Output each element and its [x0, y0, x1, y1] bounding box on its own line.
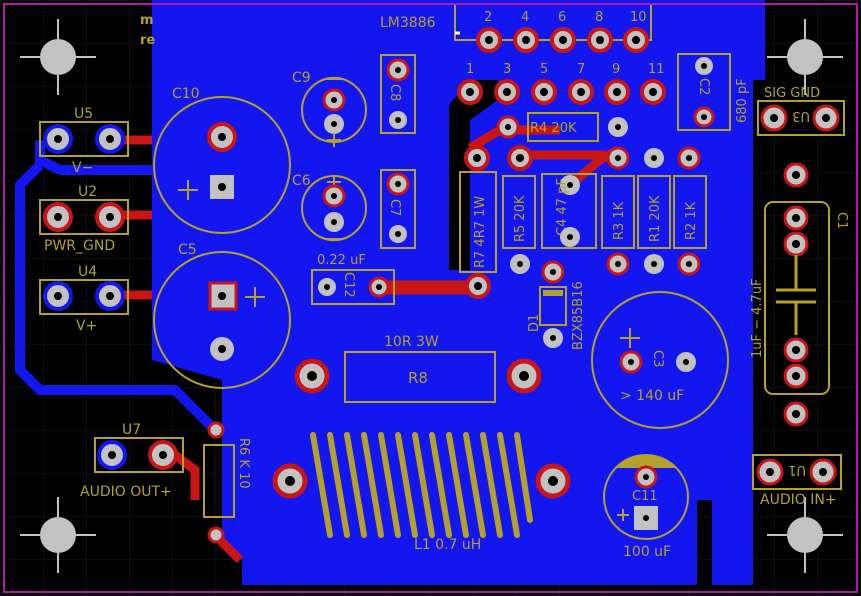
c2-value: 680 pF — [735, 78, 750, 123]
u5-ref: U5 — [74, 106, 93, 122]
u4-ref: U4 — [78, 264, 97, 280]
r2-label: R2 1K — [684, 201, 699, 240]
chip-label: LM3886 — [380, 15, 436, 31]
c4-label: C4 47 pF — [555, 178, 570, 236]
l1-label: L1 0.7 uH — [414, 537, 481, 553]
resistor-r8: 10R 3W R8 — [294, 334, 542, 403]
r7-label: R7 4R7 1W — [473, 196, 488, 268]
chip-pin-10: 10 — [630, 10, 647, 25]
d1-value: BZX85B16 — [571, 281, 586, 350]
mount-hole-bottom-left — [20, 497, 96, 573]
capacitor-c12: 0.22 uF C12 — [311, 253, 395, 305]
chip-pin-4: 4 — [521, 10, 529, 25]
resistor-r4: R4 20K — [496, 112, 628, 142]
capacitor-c4: C4 47 pF — [541, 173, 597, 249]
capacitor-c5: C5 — [153, 242, 291, 389]
c7-label: C7 — [387, 199, 402, 216]
u1-ref: U1 — [788, 462, 806, 477]
c11-value: 100 uF — [623, 544, 671, 560]
chip-pin-5: 5 — [540, 62, 548, 77]
capacitor-c1: C1 1uF − 4.7uF — [750, 162, 849, 427]
chip-pin-1: 1 — [466, 62, 474, 77]
resistor-r2: R2 1K — [673, 146, 707, 276]
capacitor-c9: C9 — [292, 70, 367, 147]
mount-hole-top-right — [767, 19, 843, 95]
left-power-trace — [15, 161, 219, 434]
c5-label: C5 — [178, 242, 197, 258]
chip-pin-11: 11 — [648, 62, 665, 77]
connector-u7[interactable]: U7 AUDIO OUT+ — [80, 422, 184, 500]
mount-hole-bottom-right — [767, 497, 843, 573]
connector-u5[interactable]: U5 V− — [39, 106, 129, 176]
capacitor-c11: C11 100 uF — [603, 454, 689, 560]
connector-u4[interactable]: U4 V+ — [39, 264, 129, 334]
chip-top-pins: 2 4 6 8 10 — [484, 10, 647, 25]
header-text-line1: m — [140, 13, 154, 28]
capacitor-c6: C6 — [292, 173, 367, 242]
chip-pin-7: 7 — [577, 62, 585, 77]
u7-label: AUDIO OUT+ — [80, 484, 172, 500]
capacitor-c2: C2 680 pF — [677, 53, 750, 131]
r3-label: R3 1K — [612, 201, 627, 240]
u2-ref: U2 — [78, 184, 97, 200]
c11-ref: C11 — [632, 489, 658, 504]
chip-pin-3: 3 — [503, 62, 511, 77]
r4-label: R4 20K — [530, 121, 577, 136]
copper-pour-right-strip — [753, 0, 765, 80]
c6-label: C6 — [292, 173, 311, 189]
chip-pads — [457, 27, 666, 105]
connector-u2[interactable]: U2 PWR_GND — [39, 184, 129, 254]
capacitor-c10: C10 — [153, 86, 291, 234]
resistor-r1: R1 20K — [637, 148, 671, 274]
c12-value: 0.22 uF — [317, 253, 366, 268]
chip-pin-8: 8 — [595, 10, 603, 25]
resistor-r7: R7 4R7 1W — [459, 145, 533, 299]
resistor-r6: R6 K 10 — [203, 421, 251, 544]
r1-label: R1 20K — [648, 195, 663, 242]
r8-value: 10R 3W — [384, 334, 439, 350]
diode-d1: D1 BZX85B16 — [527, 260, 586, 350]
c1-value: 1uF − 4.7uF — [750, 278, 765, 358]
c2-ref: C2 — [696, 78, 711, 95]
c12-ref: C12 — [341, 272, 356, 298]
mounting-holes — [20, 19, 843, 573]
u5-label: V− — [72, 160, 93, 176]
resistor-r5: R5 20K — [502, 175, 536, 274]
connector-u3[interactable]: SIG GND U3 — [757, 86, 845, 136]
c1-ref: C1 — [834, 212, 849, 229]
header-text-line2: re — [140, 33, 155, 48]
board-outline — [3, 3, 858, 593]
chip-pin-9: 9 — [612, 62, 620, 77]
capacitor-c8: C8 — [380, 54, 416, 134]
connector-u1[interactable]: U1 AUDIO IN+ — [752, 454, 842, 508]
c10-label: C10 — [172, 86, 200, 102]
pour-isolation-gap — [449, 80, 498, 270]
c9-label: C9 — [292, 70, 311, 86]
c8-label: C8 — [387, 84, 402, 101]
d1-ref: D1 — [527, 314, 542, 332]
u3-ref: U3 — [792, 108, 810, 123]
c3-value: > 140 uF — [620, 388, 684, 404]
resistor-r3: R3 1K — [601, 146, 635, 276]
chip-bottom-pins: 1 3 5 7 9 11 — [466, 62, 665, 77]
u4-label: V+ — [76, 318, 97, 334]
capacitor-c3: C3 > 140 uF — [591, 291, 729, 429]
u1-label: AUDIO IN+ — [760, 492, 837, 508]
chip-pin-6: 6 — [558, 10, 566, 25]
u2-label: PWR_GND — [44, 238, 115, 254]
r6-label: R6 K 10 — [236, 438, 251, 489]
inductor-l1: L1 0.7 uH — [272, 432, 571, 553]
r5-label: R5 20K — [513, 195, 528, 242]
chip-pin-2: 2 — [484, 10, 492, 25]
u7-ref: U7 — [122, 422, 141, 438]
u3-label: SIG GND — [764, 86, 820, 101]
r8-ref: R8 — [408, 369, 428, 387]
mount-hole-top-left — [20, 19, 96, 95]
c3-ref: C3 — [650, 350, 665, 367]
capacitor-c7: C7 — [380, 169, 416, 249]
